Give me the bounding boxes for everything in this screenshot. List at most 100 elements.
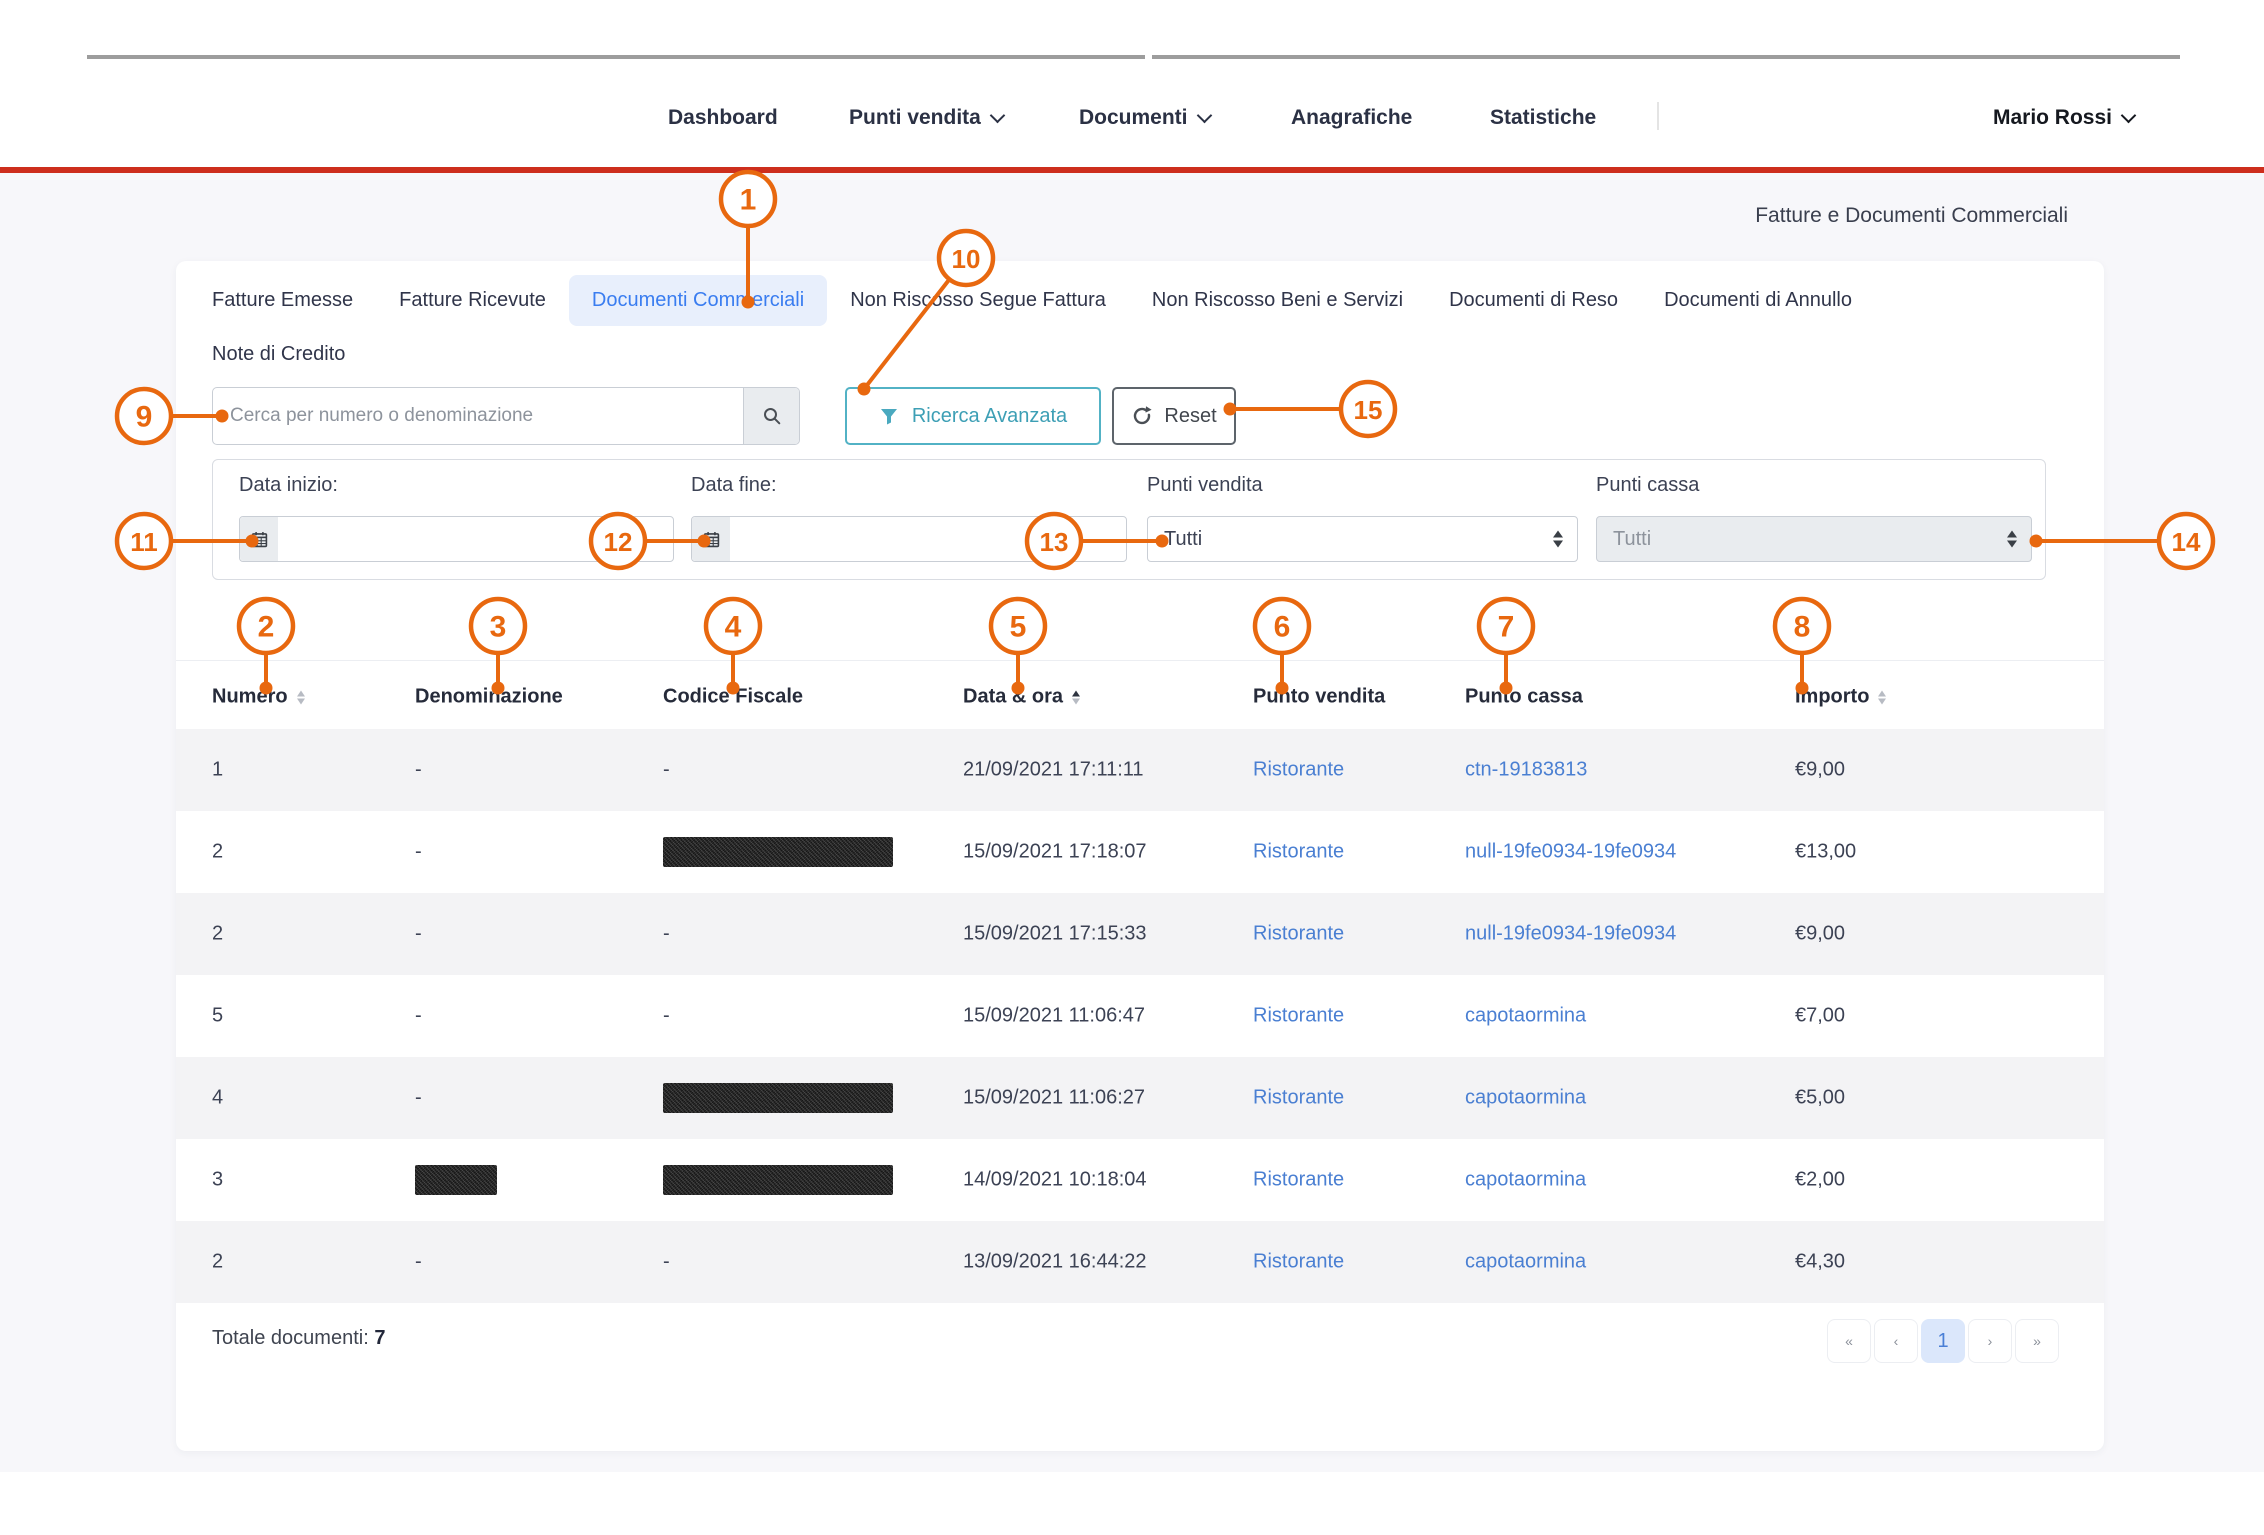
data-inizio-field [239, 516, 674, 563]
column-header-data-ora[interactable]: Data & ora [963, 685, 1081, 709]
data-fine-label: Data fine: [691, 474, 777, 496]
cell-importo: €5,00 [1795, 1086, 1846, 1109]
tabs-row-1: Fatture Emesse Fatture Ricevute Documenti … [189, 271, 1875, 329]
cell-codice-fiscale: - [663, 1004, 670, 1027]
nav-divider [1657, 102, 1659, 130]
punti-cassa-select[interactable]: Tutti [1596, 516, 2032, 562]
cell-punto-vendita-link[interactable]: Ristorante [1253, 1086, 1345, 1109]
cell-punto-vendita-link[interactable]: Ristorante [1253, 922, 1345, 945]
tab-documenti-di-reso[interactable]: Documenti di Reso [1449, 288, 1619, 311]
tab-documenti-di-annullo[interactable]: Documenti di Annullo [1664, 288, 1852, 311]
chevron-down-icon [989, 107, 1006, 124]
reset-button[interactable]: Reset [1112, 387, 1236, 445]
calendar-icon[interactable] [692, 517, 730, 561]
pagination-next[interactable]: › [1968, 1319, 2012, 1363]
redacted-codice-fiscale [663, 1165, 893, 1195]
cell-punto-cassa-link[interactable]: capotaormina [1465, 1086, 1587, 1109]
nav-punti-vendita-label: Punti vendita [849, 106, 981, 129]
column-label: Codice Fiscale [663, 685, 804, 708]
chevron-down-icon [1196, 107, 1212, 124]
cell-denominazione: - [415, 1250, 422, 1273]
search-field [212, 387, 800, 445]
cell-data-ora: 13/09/2021 16:44:22 [963, 1250, 1147, 1273]
top-divider [87, 55, 1145, 59]
cell-numero: 1 [212, 758, 224, 781]
filter-funnel-icon [880, 409, 897, 425]
cell-punto-vendita-link[interactable]: Ristorante [1253, 758, 1345, 781]
pagination-page-1[interactable]: 1 [1921, 1319, 1965, 1363]
data-inizio-input[interactable] [284, 517, 671, 563]
column-header-denominazione: Denominazione [415, 686, 563, 709]
data-fine-input[interactable] [736, 517, 1124, 563]
calendar-icon[interactable] [240, 517, 278, 561]
pagination-prev[interactable]: ‹ [1874, 1319, 1918, 1363]
cell-importo: €9,00 [1795, 758, 1846, 781]
cell-punto-cassa-link[interactable]: capotaormina [1465, 1250, 1587, 1273]
search-button[interactable] [743, 388, 799, 444]
total-documents-label: Totale documenti: [212, 1327, 369, 1349]
nav-statistiche[interactable]: Statistiche [1490, 106, 1597, 129]
column-header-importo[interactable]: Importo [1795, 686, 1887, 709]
column-header-codice-fiscale: Codice Fiscale [663, 686, 803, 709]
table-top-divider [176, 660, 2104, 661]
cell-importo: €7,00 [1795, 1004, 1846, 1027]
tab-non-riscosso-beni-e-servizi[interactable]: Non Riscosso Beni e Servizi [1151, 288, 1404, 311]
cell-numero: 4 [212, 1086, 224, 1109]
cell-punto-cassa-link[interactable]: null-19fe0934-19fe0934 [1465, 840, 1677, 863]
cell-numero: 2 [212, 1250, 224, 1273]
column-label: Punto cassa [1465, 685, 1583, 708]
cell-punto-vendita-link[interactable]: Ristorante [1253, 1168, 1345, 1191]
cell-importo: €9,00 [1795, 922, 1846, 945]
nav-documenti-label: Documenti [1079, 106, 1188, 129]
cell-importo: €4,30 [1795, 1250, 1846, 1273]
ricerca-avanzata-button[interactable]: Ricerca Avanzata [845, 387, 1101, 445]
cell-numero: 5 [212, 1004, 224, 1027]
cell-punto-cassa-link[interactable]: capotaormina [1465, 1004, 1587, 1027]
data-inizio-label: Data inizio: [239, 474, 338, 496]
cell-data-ora: 14/09/2021 10:18:04 [963, 1168, 1147, 1191]
tab-fatture-emesse[interactable]: Fatture Emesse [212, 288, 354, 311]
cell-codice-fiscale: - [663, 1250, 670, 1273]
search-icon [763, 408, 780, 425]
user-menu[interactable]: Mario Rossi [1993, 101, 2137, 135]
data-fine-field [691, 516, 1127, 563]
cell-codice-fiscale: - [663, 922, 670, 945]
pagination-first[interactable]: « [1827, 1319, 1871, 1363]
nav-dashboard[interactable]: Dashboard [668, 106, 778, 129]
column-label: Numero [212, 685, 288, 708]
search-input[interactable] [213, 388, 738, 444]
tab-non-riscosso-segue-fattura[interactable]: Non Riscosso Segue Fattura [850, 288, 1106, 311]
punti-vendita-label: Punti vendita [1147, 474, 1263, 496]
pagination: «‹1›» [1827, 1319, 2059, 1363]
tabs-row-2: Note di Credito [189, 335, 368, 373]
pagination-last[interactable]: » [2015, 1319, 2059, 1363]
column-label: Data & ora [963, 685, 1064, 708]
nav-documenti[interactable]: Documenti [1079, 101, 1212, 135]
cell-data-ora: 15/09/2021 11:06:47 [963, 1004, 1146, 1027]
filter-panel: Data inizio: Data fine: [212, 459, 2046, 580]
cell-importo: €2,00 [1795, 1168, 1846, 1191]
nav-anagrafiche[interactable]: Anagrafiche [1291, 106, 1413, 129]
table-row: 5 - - 15/09/2021 11:06:47 Ristorante capotaor… [176, 975, 2104, 1057]
tab-note-di-credito[interactable]: Note di Credito [212, 342, 346, 365]
tab-fatture-ricevute[interactable]: Fatture Ricevute [399, 288, 546, 311]
cell-denominazione: - [415, 1004, 422, 1027]
cell-punto-vendita-link[interactable]: Ristorante [1253, 1004, 1345, 1027]
cell-punto-vendita-link[interactable]: Ristorante [1253, 1250, 1345, 1273]
cell-punto-cassa-link[interactable]: ctn-19183813 [1465, 758, 1588, 781]
cell-data-ora: 15/09/2021 17:15:33 [963, 922, 1147, 945]
nav-punti-vendita[interactable]: Punti vendita [849, 101, 1006, 135]
cell-punto-cassa-link[interactable]: null-19fe0934-19fe0934 [1465, 922, 1677, 945]
tab-documenti-commerciali[interactable]: Documenti Commerciali [568, 274, 828, 326]
punti-vendita-select[interactable]: Tutti [1147, 516, 1578, 562]
cell-denominazione: - [415, 1086, 422, 1109]
cell-punto-cassa-link[interactable]: capotaormina [1465, 1168, 1587, 1191]
sort-arrows-icon [1878, 690, 1887, 704]
cell-numero: 2 [212, 840, 224, 863]
sort-arrows-icon [1072, 690, 1081, 704]
column-header-numero[interactable]: Numero [212, 686, 305, 709]
cell-punto-vendita-link[interactable]: Ristorante [1253, 840, 1345, 863]
